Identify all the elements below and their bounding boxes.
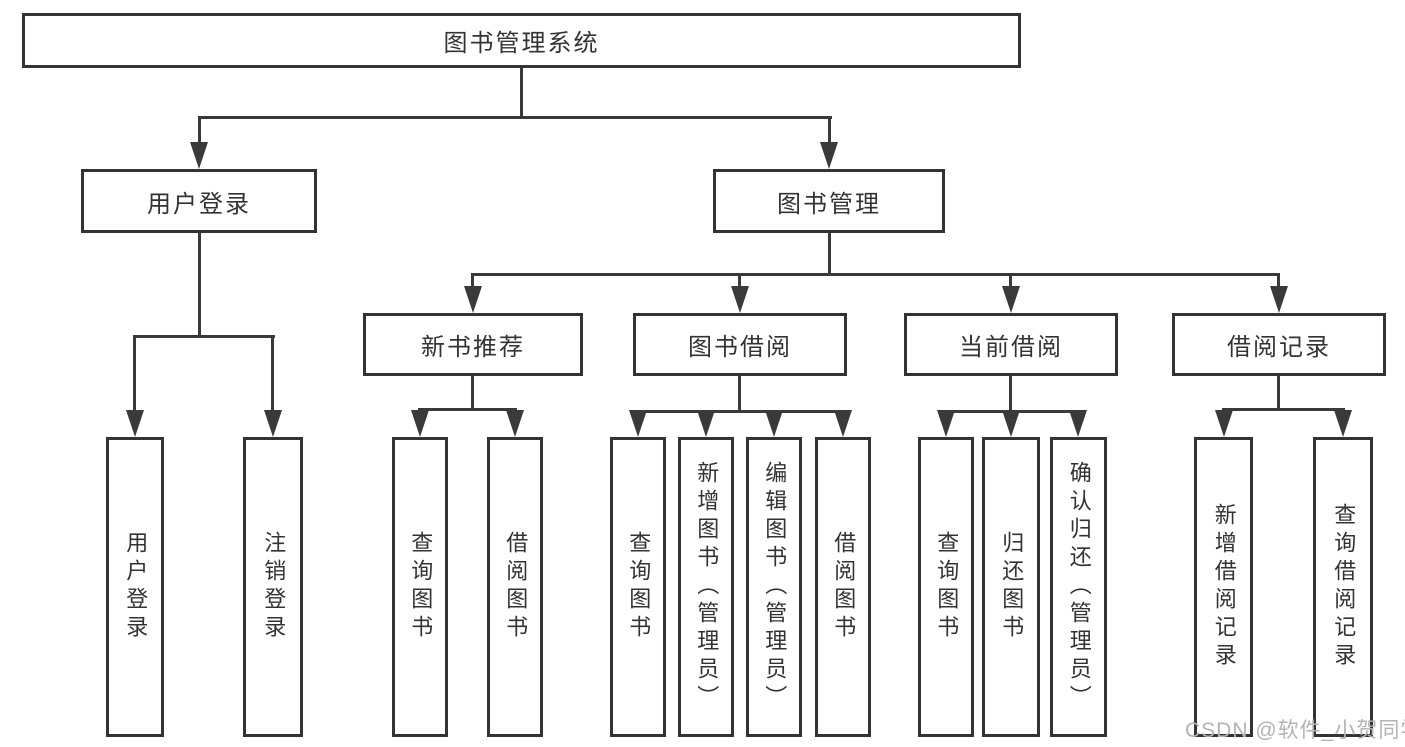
arrow-down-icon	[126, 410, 144, 437]
leaf-edit-book-admin-label: 编辑图书（管理员）	[762, 461, 788, 713]
leaf-logout: 注销登录	[243, 437, 303, 737]
node-new-book-recommend-label: 新书推荐	[421, 334, 525, 361]
leaf-borrow-books-recommend: 借阅图书	[487, 437, 543, 737]
connector-line	[738, 376, 741, 410]
arrow-down-icon	[1069, 410, 1087, 437]
connector-line	[738, 273, 741, 291]
connector-line	[418, 408, 517, 411]
connector-line	[198, 233, 201, 335]
leaf-borrow-books-recommend-label: 借阅图书	[503, 531, 529, 643]
arrow-down-icon	[411, 410, 429, 437]
connector-line	[828, 233, 831, 273]
leaf-edit-book-admin: 编辑图书（管理员）	[746, 437, 802, 737]
leaf-user-login-label: 用户登录	[123, 531, 149, 643]
connector-line	[471, 273, 1280, 276]
node-new-book-recommend: 新书推荐	[363, 313, 583, 376]
connector-line	[1277, 273, 1280, 291]
leaf-query-books-recommend: 查询图书	[392, 437, 448, 737]
arrow-down-icon	[731, 286, 749, 313]
leaf-query-borrow-record-label: 查询借阅记录	[1331, 503, 1357, 671]
arrow-down-icon	[765, 410, 783, 437]
connector-line	[198, 116, 832, 119]
node-current-borrow: 当前借阅	[904, 313, 1118, 376]
leaf-add-book-admin: 新增图书（管理员）	[678, 437, 734, 737]
node-book-management: 图书管理	[713, 169, 945, 233]
connector-line	[471, 273, 474, 291]
arrow-down-icon	[629, 410, 647, 437]
arrow-down-icon	[834, 410, 852, 437]
leaf-confirm-return-admin-label: 确认归还（管理员）	[1066, 461, 1092, 713]
connector-line	[471, 376, 474, 408]
arrow-down-icon	[697, 410, 715, 437]
arrow-down-icon	[1270, 286, 1288, 313]
leaf-query-books-borrow-label: 查询图书	[626, 531, 652, 643]
watermark: CSDN @软件_小贺同学	[1185, 719, 1405, 742]
arrow-down-icon	[464, 286, 482, 313]
connector-line	[636, 410, 845, 413]
connector-line	[1009, 376, 1012, 410]
leaf-query-borrow-record: 查询借阅记录	[1313, 437, 1373, 737]
leaf-add-borrow-record-label: 新增借阅记录	[1211, 503, 1237, 671]
connector-line	[133, 335, 275, 338]
connector-line	[133, 335, 136, 415]
leaf-borrow-books-label: 借阅图书	[831, 531, 857, 643]
connector-line	[198, 116, 201, 146]
node-user-login-label: 用户登录	[147, 190, 251, 218]
connector-line	[1222, 408, 1345, 411]
node-borrow-records-label: 借阅记录	[1227, 334, 1331, 361]
arrow-down-icon	[1215, 410, 1233, 437]
leaf-return-book: 归还图书	[982, 437, 1040, 737]
leaf-user-login: 用户登录	[106, 437, 164, 737]
node-book-borrow-label: 图书借阅	[688, 334, 792, 361]
arrow-down-icon	[1002, 410, 1020, 437]
arrow-down-icon	[506, 410, 524, 437]
arrow-down-icon	[264, 410, 282, 437]
node-current-borrow-label: 当前借阅	[959, 334, 1063, 361]
node-root-label: 图书管理系统	[443, 30, 600, 57]
leaf-logout-label: 注销登录	[261, 531, 287, 643]
arrow-down-icon	[937, 410, 955, 437]
arrow-down-icon	[820, 142, 838, 169]
leaf-query-books-current-label: 查询图书	[934, 531, 960, 643]
leaf-query-books-current: 查询图书	[918, 437, 974, 737]
node-book-management-label: 图书管理	[777, 190, 881, 218]
connector-line	[1277, 376, 1280, 408]
node-book-borrow: 图书借阅	[633, 313, 847, 376]
leaf-return-book-label: 归还图书	[999, 531, 1025, 643]
connector-line	[520, 68, 523, 117]
leaf-borrow-books: 借阅图书	[815, 437, 871, 737]
connector-line	[271, 335, 274, 415]
node-borrow-records: 借阅记录	[1172, 313, 1386, 376]
leaf-confirm-return-admin: 确认归还（管理员）	[1050, 437, 1107, 737]
connector-line	[828, 116, 831, 146]
arrow-down-icon	[190, 142, 208, 169]
connector-line	[1009, 273, 1012, 291]
node-root-system: 图书管理系统	[22, 13, 1021, 68]
arrow-down-icon	[1334, 410, 1352, 437]
node-user-login: 用户登录	[81, 169, 317, 233]
arrow-down-icon	[1002, 286, 1020, 313]
leaf-add-borrow-record: 新增借阅记录	[1194, 437, 1253, 737]
leaf-query-books-borrow: 查询图书	[610, 437, 666, 737]
leaf-query-books-recommend-label: 查询图书	[408, 531, 434, 643]
leaf-add-book-admin-label: 新增图书（管理员）	[694, 461, 720, 713]
